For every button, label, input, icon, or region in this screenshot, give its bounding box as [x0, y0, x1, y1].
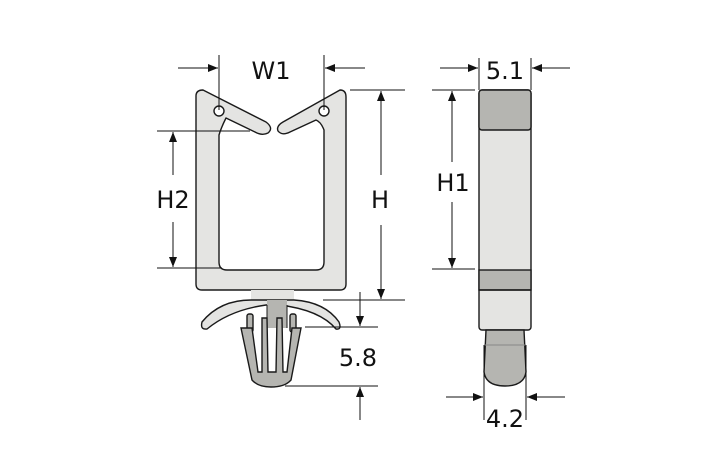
- front-dimensions: W1 H H2 5.8: [156, 55, 405, 420]
- side-pin: [483, 329, 527, 387]
- h-label: H: [371, 186, 389, 214]
- middle-band: [478, 269, 532, 291]
- h2-label: H2: [156, 186, 189, 214]
- h1-label: H1: [436, 169, 469, 197]
- neck: [251, 290, 294, 300]
- barb-pin: [240, 317, 302, 388]
- front-view: [195, 89, 347, 388]
- side-view: [478, 89, 532, 387]
- top-band: [478, 89, 532, 131]
- w1-label: W1: [252, 57, 291, 85]
- thickness-label: 5.1: [486, 57, 524, 85]
- clip-body: [195, 89, 347, 291]
- pin-width-label: 4.2: [486, 405, 524, 433]
- pin-length-label: 5.8: [339, 344, 377, 372]
- side-dimensions: 5.1 H1 4.2: [432, 57, 570, 433]
